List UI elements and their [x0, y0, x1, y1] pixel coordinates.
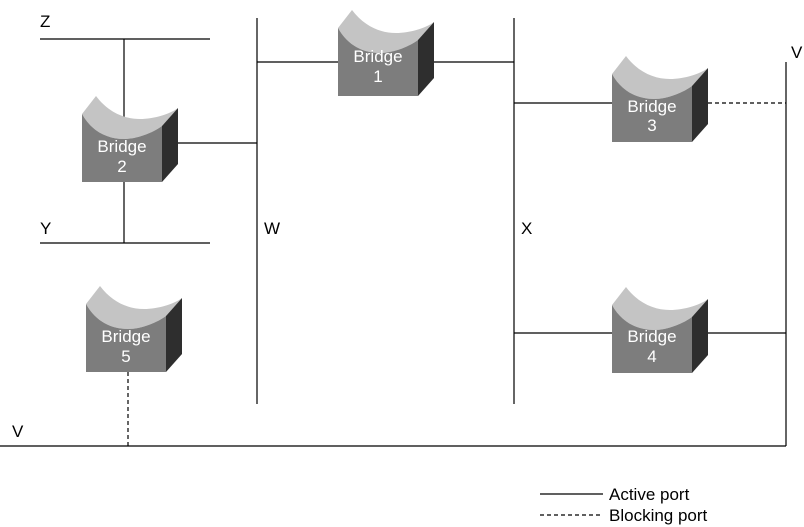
bridge-3-name: Bridge [627, 97, 676, 116]
segment-z-label: Z [40, 12, 50, 31]
bridge-5: Bridge 5 [86, 286, 182, 372]
network-wires [0, 18, 787, 447]
bridge-1: Bridge 1 [338, 10, 434, 96]
bridge-5-number: 5 [121, 347, 130, 366]
bridge-2-number: 2 [117, 157, 126, 176]
legend: Active port Blocking port [540, 485, 708, 525]
bridge-2: Bridge 2 [82, 96, 178, 182]
bridge-4-name: Bridge [627, 327, 676, 346]
segment-w-label: W [264, 219, 280, 238]
segment-x-label: X [521, 219, 532, 238]
segment-v-bottom-label: V [12, 422, 24, 441]
segment-y-label: Y [40, 219, 51, 238]
bridge-2-name: Bridge [97, 137, 146, 156]
bridge-3-number: 3 [647, 116, 656, 135]
legend-active-label: Active port [609, 485, 690, 504]
legend-blocking-label: Blocking port [609, 506, 708, 525]
bridge-4-number: 4 [647, 347, 656, 366]
bridge-1-name: Bridge [353, 47, 402, 66]
bridge-3: Bridge 3 [612, 56, 708, 142]
bridge-5-name: Bridge [101, 327, 150, 346]
bridge-4: Bridge 4 [612, 287, 708, 373]
bridge-1-number: 1 [373, 67, 382, 86]
segment-v-right-label: V [791, 43, 803, 62]
